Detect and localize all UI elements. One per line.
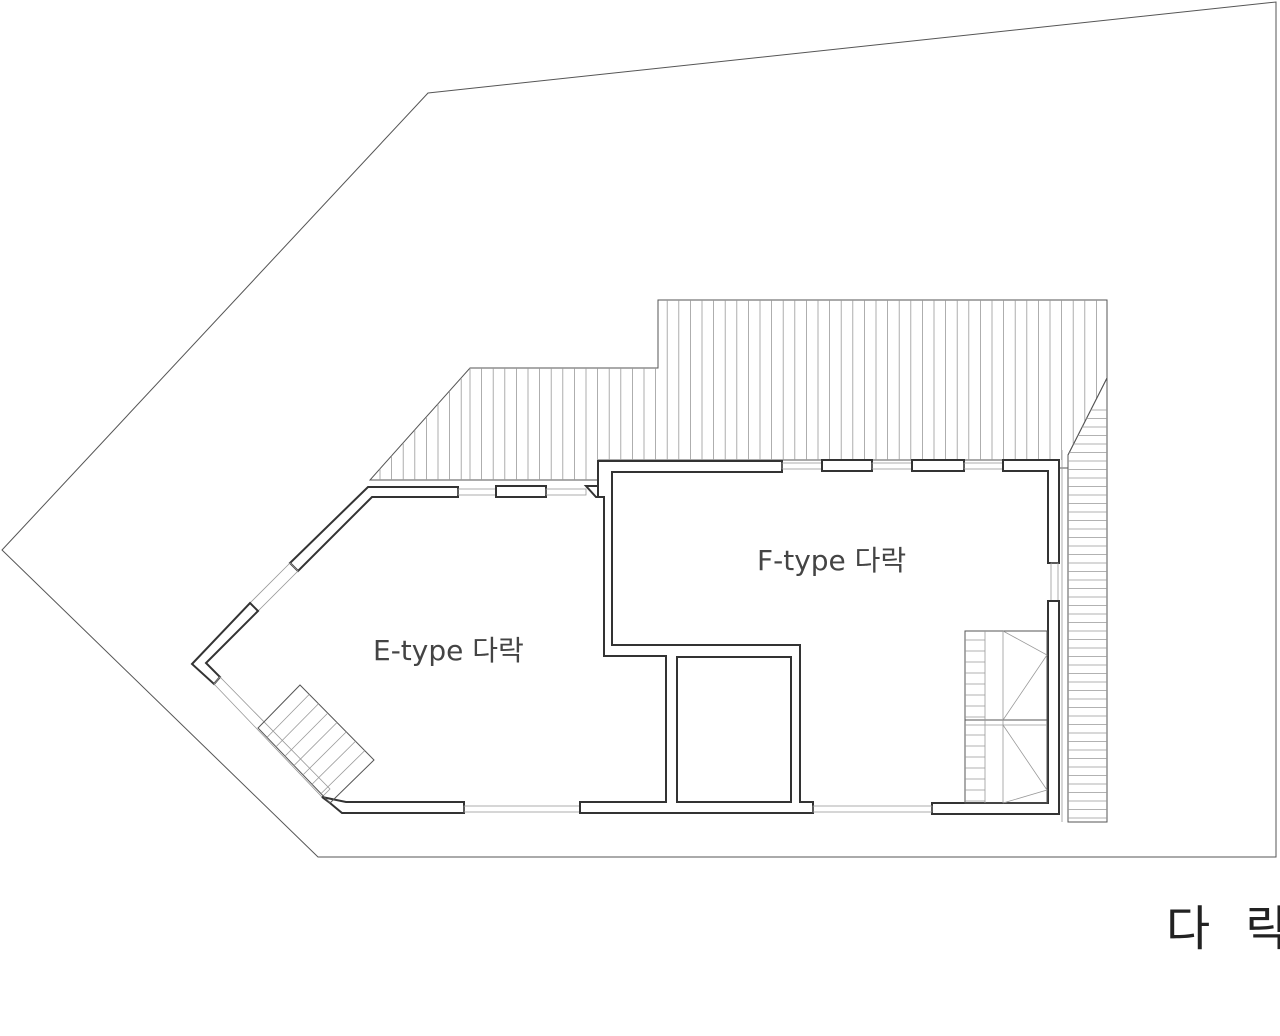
roof-hatch-lines bbox=[1068, 409, 1107, 819]
hatch-line bbox=[311, 740, 356, 785]
hatch-line bbox=[293, 722, 338, 766]
plan-title: 다 락 bbox=[1166, 901, 1280, 957]
room-label-e-type: E-type 다락 bbox=[373, 634, 524, 667]
site-boundary bbox=[1, 1, 1277, 858]
e-type-stair bbox=[257, 684, 375, 804]
room-label-f-type: F-type 다락 bbox=[757, 544, 906, 577]
hatch-line bbox=[320, 750, 366, 794]
hatch-line bbox=[284, 712, 329, 757]
hatch-line bbox=[275, 703, 319, 748]
roof-hatch-lines bbox=[379, 300, 1097, 480]
f-type-walls bbox=[579, 459, 1060, 815]
e-type-walls bbox=[190, 485, 613, 814]
f-type-stair bbox=[964, 630, 1048, 804]
roof-deck bbox=[368, 299, 1108, 823]
hatch-line bbox=[266, 694, 310, 738]
hatch-line bbox=[302, 731, 347, 776]
